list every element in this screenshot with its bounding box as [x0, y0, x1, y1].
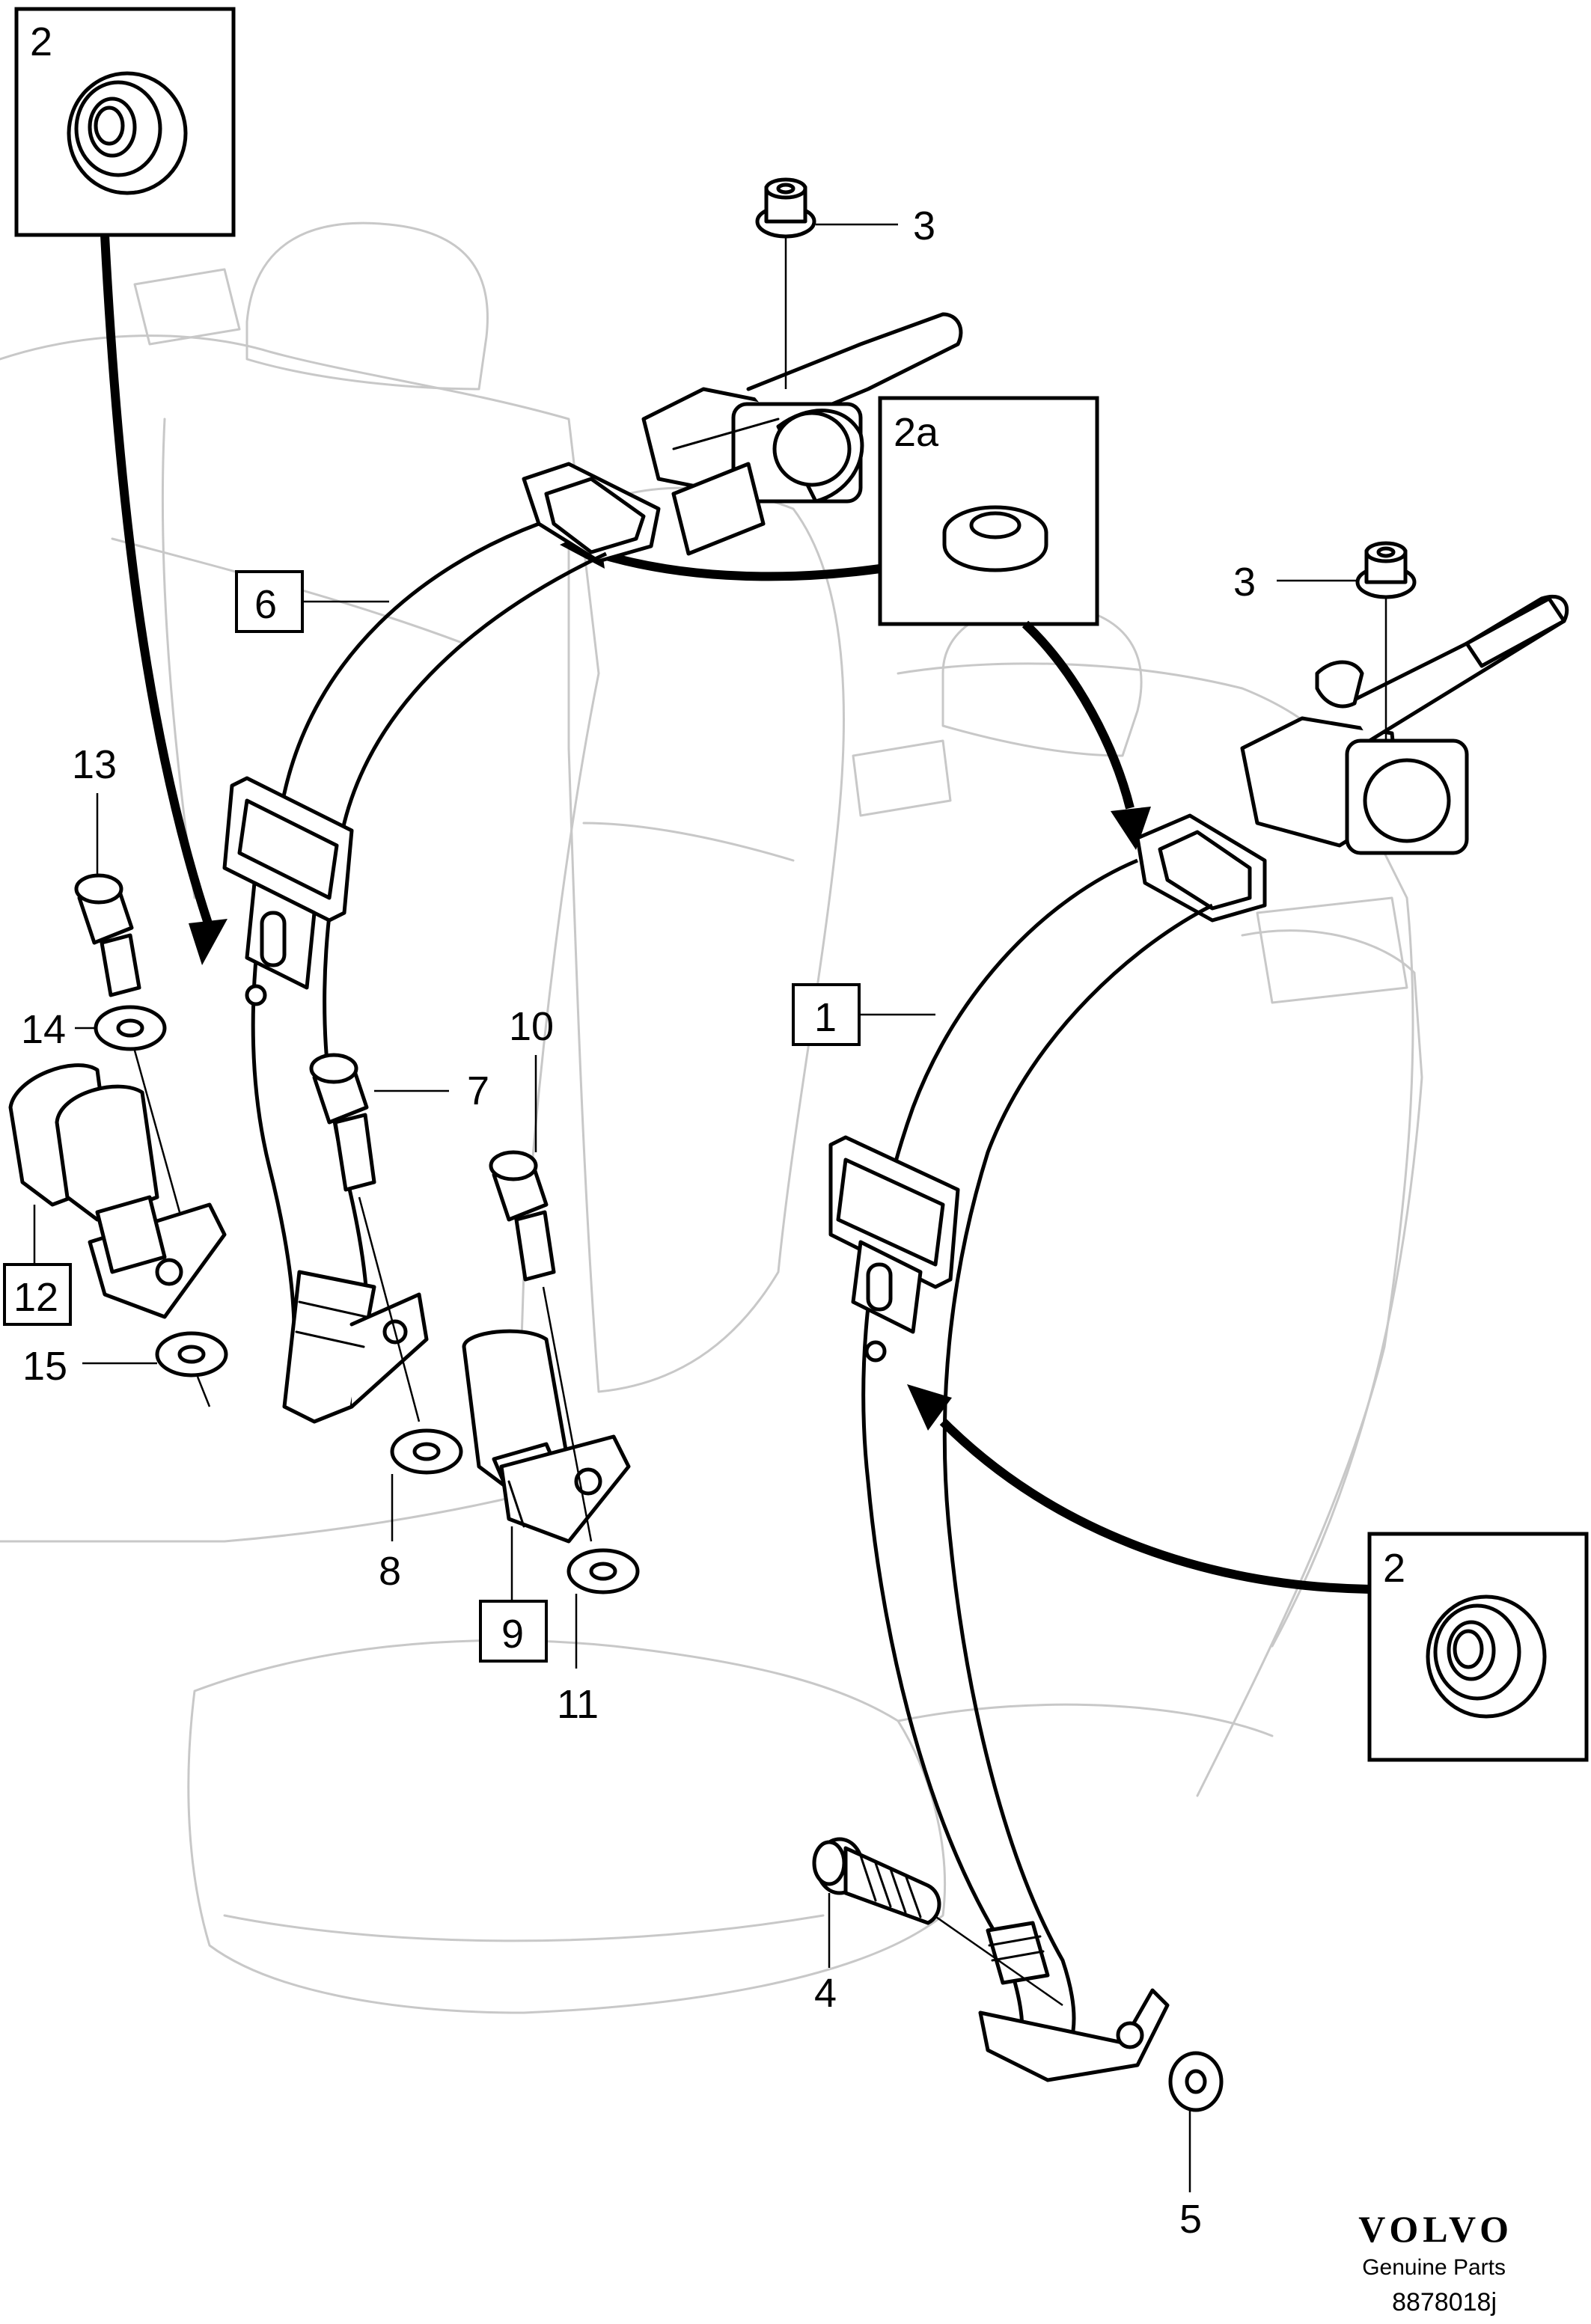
- volvo-logo: VOLVO: [1358, 2208, 1513, 2250]
- buckle-part-9: [462, 1329, 631, 1601]
- callout-15: 15: [22, 1344, 67, 1389]
- callout-box-12: [3, 1263, 72, 1326]
- washer-part-11: [567, 1548, 640, 1669]
- callout-4: 4: [814, 1971, 837, 2016]
- arrow-inset-2-to-left-belt: [100, 234, 227, 965]
- inset-part-2a: 2a: [878, 396, 1099, 626]
- callout-8: 8: [379, 1549, 401, 1594]
- retractor-right: [1135, 594, 1569, 923]
- washer-part-14: [75, 1005, 181, 1213]
- callout-1: 1: [814, 995, 837, 1040]
- bolt-part-10: [489, 1055, 593, 1542]
- belt-part-1: [828, 858, 1214, 2082]
- buckle-part-12: [8, 1063, 227, 1319]
- callout-3-top: 3: [913, 204, 935, 248]
- brand-tagline: Genuine Parts: [1362, 2255, 1506, 2280]
- inset-part-2-top: 2: [14, 7, 236, 237]
- callout-7: 7: [467, 1068, 489, 1113]
- grommet-icon: [67, 71, 188, 195]
- callout-12: 12: [13, 1275, 58, 1320]
- callout-9: 9: [501, 1612, 524, 1657]
- bolt-part-7: [309, 1053, 449, 1422]
- callout-2-right: 2: [1383, 1546, 1405, 1591]
- grommet-icon: [1426, 1594, 1547, 1719]
- callout-2-top: 2: [30, 19, 52, 64]
- washer-part-5: [1168, 2051, 1224, 2192]
- callout-5: 5: [1179, 2197, 1202, 2242]
- callout-3-right: 3: [1233, 560, 1256, 605]
- callout-box-9: [479, 1600, 548, 1663]
- callout-11: 11: [557, 1682, 599, 1727]
- grommet-flat-icon: [942, 505, 1048, 572]
- callout-box-1: [792, 983, 861, 1046]
- brand-block: VOLVO Genuine Parts 8878018j: [1358, 2208, 1513, 2317]
- callout-10: 10: [509, 1004, 554, 1049]
- washer-part-8: [390, 1428, 463, 1541]
- callout-13: 13: [72, 742, 117, 787]
- inset-part-2-right: 2: [1367, 1532, 1589, 1762]
- bolt-part-4: [812, 1837, 1063, 2007]
- belt-part-6: [222, 522, 608, 1424]
- callout-14: 14: [21, 1007, 66, 1052]
- nut-part-3-top: [755, 177, 898, 389]
- retractor-center: [522, 312, 963, 563]
- callout-box-6: [235, 570, 304, 633]
- washer-part-15: [82, 1331, 228, 1407]
- arrow-inset-2-to-right-belt: [907, 1384, 1370, 1594]
- callout-6: 6: [254, 582, 277, 627]
- nut-part-3-right: [1277, 541, 1417, 741]
- bolt-part-13: [74, 793, 141, 997]
- callout-2a: 2a: [894, 410, 939, 455]
- ghost-rear-seat: [0, 221, 1423, 2014]
- arrow-2a-to-right-belt: [1022, 620, 1151, 850]
- figure-number: 8878018j: [1392, 2288, 1497, 2317]
